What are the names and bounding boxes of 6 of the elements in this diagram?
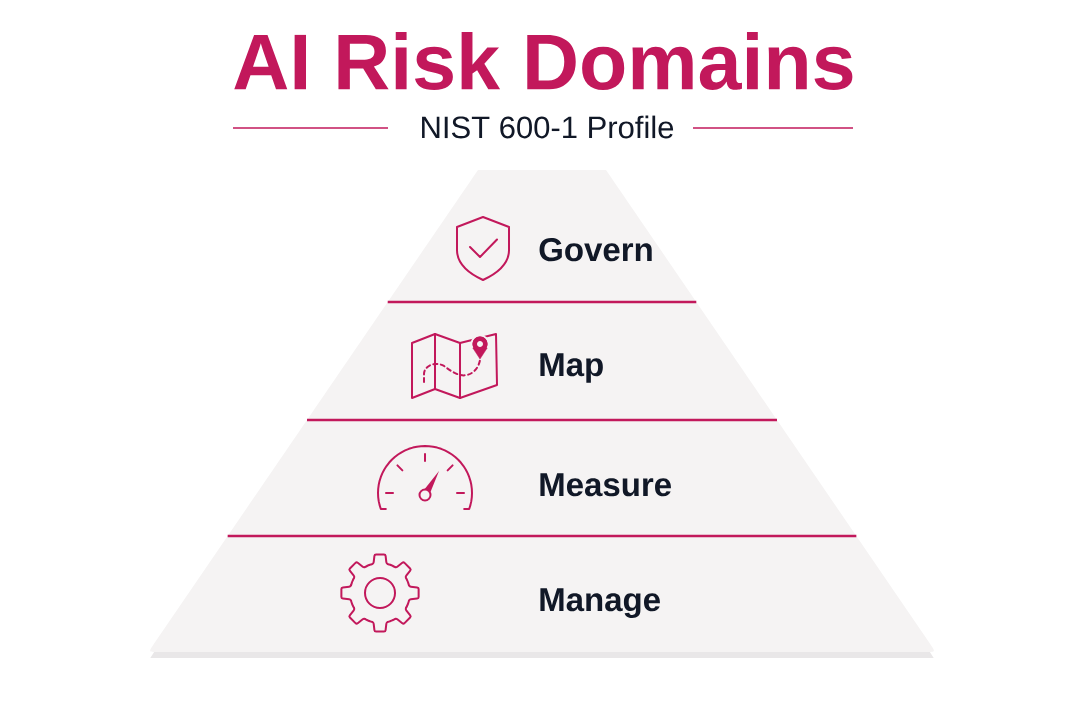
subtitle: NIST 600-1 Profile xyxy=(422,115,674,139)
title: AI Risk Domains xyxy=(234,32,853,90)
pyramid-tier: Manage xyxy=(150,536,934,652)
pyramid-tier: Measure xyxy=(227,420,857,536)
pyramid-tier: Govern xyxy=(387,170,697,302)
pyramid-tier: Map xyxy=(307,302,777,420)
